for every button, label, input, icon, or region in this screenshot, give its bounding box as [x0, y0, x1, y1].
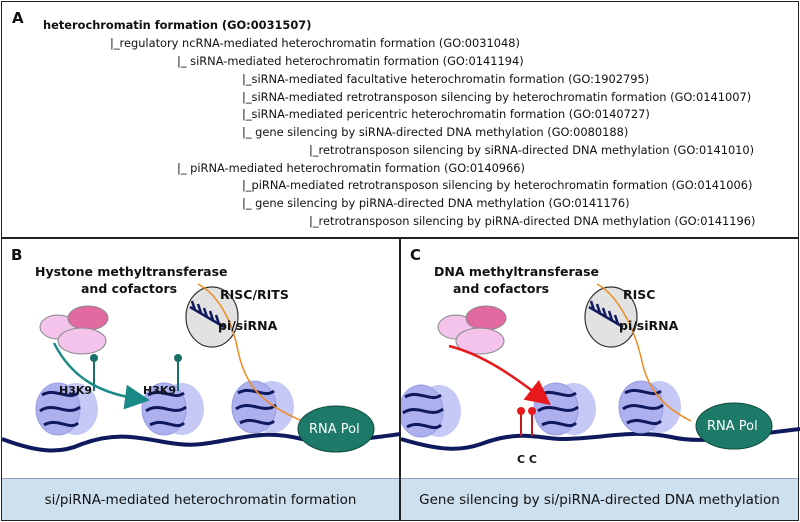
go-term: |_ piRNA-mediated heterochromatin format… [177, 161, 525, 175]
nascent-rna [197, 283, 303, 422]
risc-label: RISC [623, 287, 656, 302]
enzyme-label-line1: DNA methyltransferase [434, 264, 600, 279]
sirna-icon [189, 300, 225, 329]
go-term: |_siRNA-mediated facultative heterochrom… [242, 72, 650, 86]
panel-b-caption: si/piRNA-mediated heterochromatin format… [2, 478, 399, 520]
go-term: |_siRNA-mediated pericentric heterochrom… [242, 107, 650, 121]
go-term: |_siRNA-mediated retrotransposon silenci… [242, 90, 752, 104]
panel-c-caption: Gene silencing by si/piRNA-directed DNA … [401, 478, 798, 520]
panel-c-label: C [410, 246, 422, 264]
h3k9-label-right: H3K9 [143, 384, 177, 397]
nucleosome [35, 382, 98, 436]
panel-c: C DNA methyltransferase and cofactors RI… [400, 238, 800, 521]
nucleosome [231, 380, 294, 434]
cpg-methyl-mark [517, 407, 525, 436]
rna-pol-label: RNA Pol [309, 422, 360, 437]
enzyme-label-line2: and cofactors [81, 281, 178, 296]
go-term: |_regulatory ncRNA-mediated heterochroma… [110, 36, 520, 50]
rna-polymerase [297, 405, 375, 453]
cpg-methyl-mark [528, 407, 536, 436]
sirna-label: pi/siRNA [619, 318, 679, 333]
enzyme-label-line1: Hystone methyltransferase [35, 264, 228, 279]
sirna-icon [588, 300, 624, 329]
methyltransferase-complex [437, 305, 507, 355]
panel-b-diagram [2, 283, 401, 453]
panel-b-label: B [11, 246, 23, 264]
panel-a: A heterochromatin formation (GO:0031507)… [1, 1, 799, 238]
go-term: |_ siRNA-mediated heterochromatin format… [177, 54, 524, 68]
nucleosome [533, 382, 596, 436]
go-term: |_ gene silencing by siRNA-directed DNA … [242, 125, 629, 139]
panel-a-label: A [12, 9, 24, 27]
rna-polymerase [695, 402, 773, 450]
nascent-rna [596, 283, 692, 422]
nucleosome [618, 380, 681, 434]
cpg-label: C C [517, 453, 537, 466]
recruitment-arrow [52, 342, 150, 410]
panel-b: B Hystone methyltransferase and cofactor… [1, 238, 401, 521]
go-term: |_retrotransposon silencing by siRNA-dir… [309, 143, 755, 157]
nucleosome [141, 382, 204, 436]
nucleosome [401, 384, 461, 438]
panel-c-diagram [401, 283, 800, 451]
h3k9-label-left: H3K9 [59, 384, 93, 397]
rna-pol-label: RNA Pol [707, 419, 758, 434]
go-term: |_ gene silencing by piRNA-directed DNA … [242, 196, 630, 210]
go-term: |_retrotransposon silencing by piRNA-dir… [309, 214, 756, 228]
methyltransferase-complex [39, 305, 109, 355]
enzyme-label-line2: and cofactors [453, 281, 550, 296]
go-term: |_piRNA-mediated retrotransposon silenci… [242, 178, 753, 192]
risc-label: RISC/RITS [220, 287, 289, 302]
go-term-root: heterochromatin formation (GO:0031507) [43, 18, 312, 32]
methyl-mark [174, 354, 182, 391]
recruitment-arrow [448, 344, 551, 406]
sirna-label: pi/siRNA [218, 318, 278, 333]
